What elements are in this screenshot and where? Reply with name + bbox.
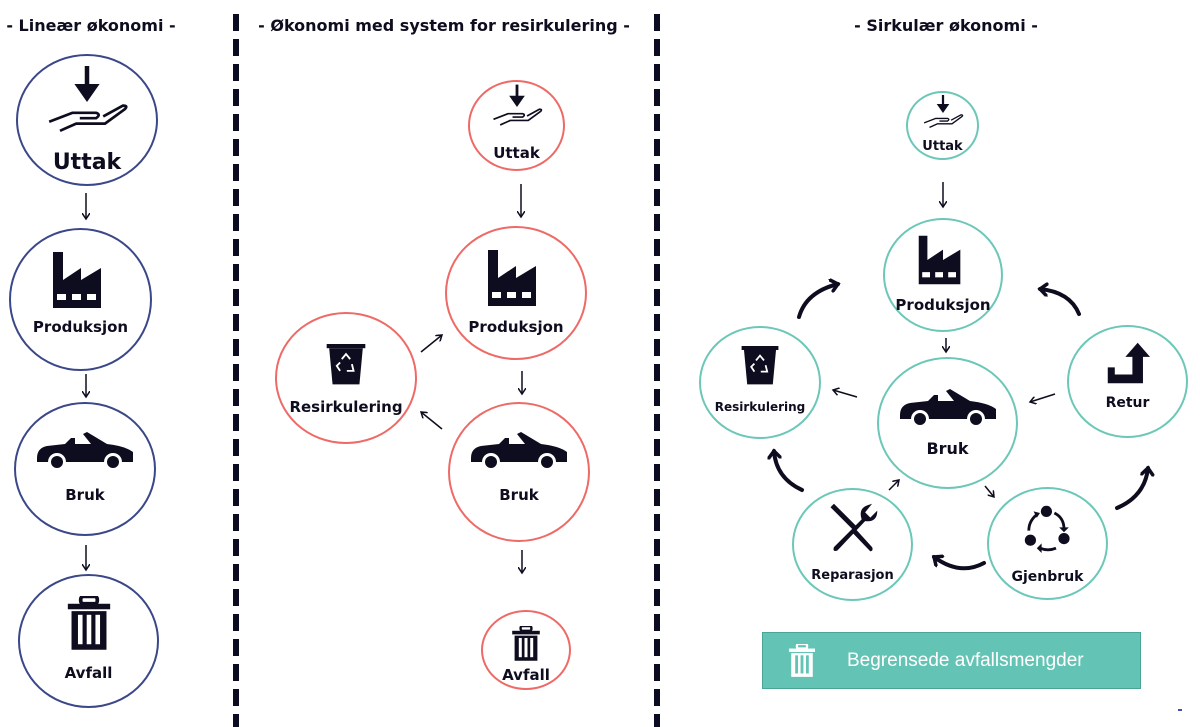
node-label: Avfall bbox=[64, 664, 113, 682]
node-label: Bruk bbox=[65, 486, 105, 504]
return-arrow-icon bbox=[1104, 341, 1152, 385]
car-icon bbox=[469, 432, 569, 472]
node-label: Produksjon bbox=[468, 318, 564, 336]
node-label: Reparasjon bbox=[811, 568, 894, 583]
recycle-bin-icon bbox=[737, 346, 783, 386]
section-title-recycling: - Økonomi med system for resirkulering - bbox=[258, 16, 630, 35]
arrow bbox=[833, 390, 858, 398]
section-divider bbox=[233, 14, 239, 727]
circular-node-gjenbruk: Gjenbruk bbox=[987, 487, 1108, 600]
circular-node-bruk: Bruk bbox=[877, 357, 1018, 489]
banner-label: Begrensede avfallsmengder bbox=[847, 649, 1084, 671]
reuse-cycle-icon bbox=[1024, 505, 1072, 553]
trash-icon bbox=[787, 644, 817, 678]
cycle-arrow bbox=[774, 451, 804, 492]
node-label: Bruk bbox=[499, 486, 539, 504]
recycling-node-avfall: Avfall bbox=[481, 610, 571, 690]
linear-node-uttak: Uttak bbox=[16, 54, 158, 186]
hand-receive-icon bbox=[42, 66, 132, 138]
trash-icon bbox=[510, 626, 542, 662]
recycle-bin-icon bbox=[322, 344, 370, 386]
node-label: Resirkulering bbox=[289, 398, 403, 416]
hand-receive-icon bbox=[920, 95, 966, 131]
circular-node-retur: Retur bbox=[1067, 325, 1188, 438]
recycling-node-bruk: Bruk bbox=[448, 402, 590, 542]
arrow bbox=[984, 485, 994, 497]
section-divider bbox=[654, 14, 660, 727]
car-icon bbox=[898, 389, 998, 429]
node-label: Resirkulering bbox=[714, 400, 806, 414]
linear-node-avfall: Avfall bbox=[18, 574, 159, 708]
recycling-node-resirkulering: Resirkulering bbox=[275, 312, 417, 444]
linear-node-bruk: Bruk bbox=[14, 402, 156, 536]
node-label: Uttak bbox=[922, 139, 963, 154]
recycling-node-uttak: Uttak bbox=[468, 80, 565, 171]
node-label: Uttak bbox=[52, 150, 122, 175]
factory-icon bbox=[915, 234, 971, 286]
hand-receive-icon bbox=[489, 84, 545, 130]
section-title-linear: - Lineær økonomi - bbox=[6, 16, 176, 35]
node-label: Produksjon bbox=[895, 296, 991, 314]
circular-node-uttak: Uttak bbox=[906, 91, 979, 160]
factory-icon bbox=[484, 248, 548, 308]
cycle-arrow bbox=[1040, 289, 1081, 316]
arrow bbox=[888, 480, 899, 491]
node-label: Produksjon bbox=[32, 318, 129, 336]
arrow bbox=[421, 412, 443, 430]
cycle-arrow bbox=[797, 284, 838, 319]
recycling-node-produksjon: Produksjon bbox=[445, 226, 587, 360]
linear-node-produksjon: Produksjon bbox=[9, 228, 152, 371]
circular-node-resirkulering: Resirkulering bbox=[699, 326, 821, 439]
car-icon bbox=[35, 432, 135, 472]
tools-icon bbox=[827, 502, 879, 554]
node-label: Avfall bbox=[502, 666, 550, 684]
cycle-arrow bbox=[934, 557, 986, 571]
reduced-waste-banner: Begrensede avfallsmengder bbox=[762, 632, 1141, 689]
node-label: Gjenbruk bbox=[1011, 569, 1084, 585]
stray-mark bbox=[1178, 709, 1182, 711]
factory-icon bbox=[50, 250, 112, 310]
arrow bbox=[1030, 393, 1056, 402]
cycle-arrow bbox=[1115, 468, 1148, 510]
node-label: Uttak bbox=[493, 144, 540, 162]
node-label: Bruk bbox=[926, 439, 969, 458]
node-label: Retur bbox=[1105, 395, 1150, 411]
arrow bbox=[420, 335, 442, 353]
section-title-circular: - Sirkulær økonomi - bbox=[854, 16, 1038, 35]
circular-node-produksjon: Produksjon bbox=[883, 218, 1003, 332]
trash-icon bbox=[66, 596, 112, 652]
circular-node-reparasjon: Reparasjon bbox=[792, 488, 913, 601]
